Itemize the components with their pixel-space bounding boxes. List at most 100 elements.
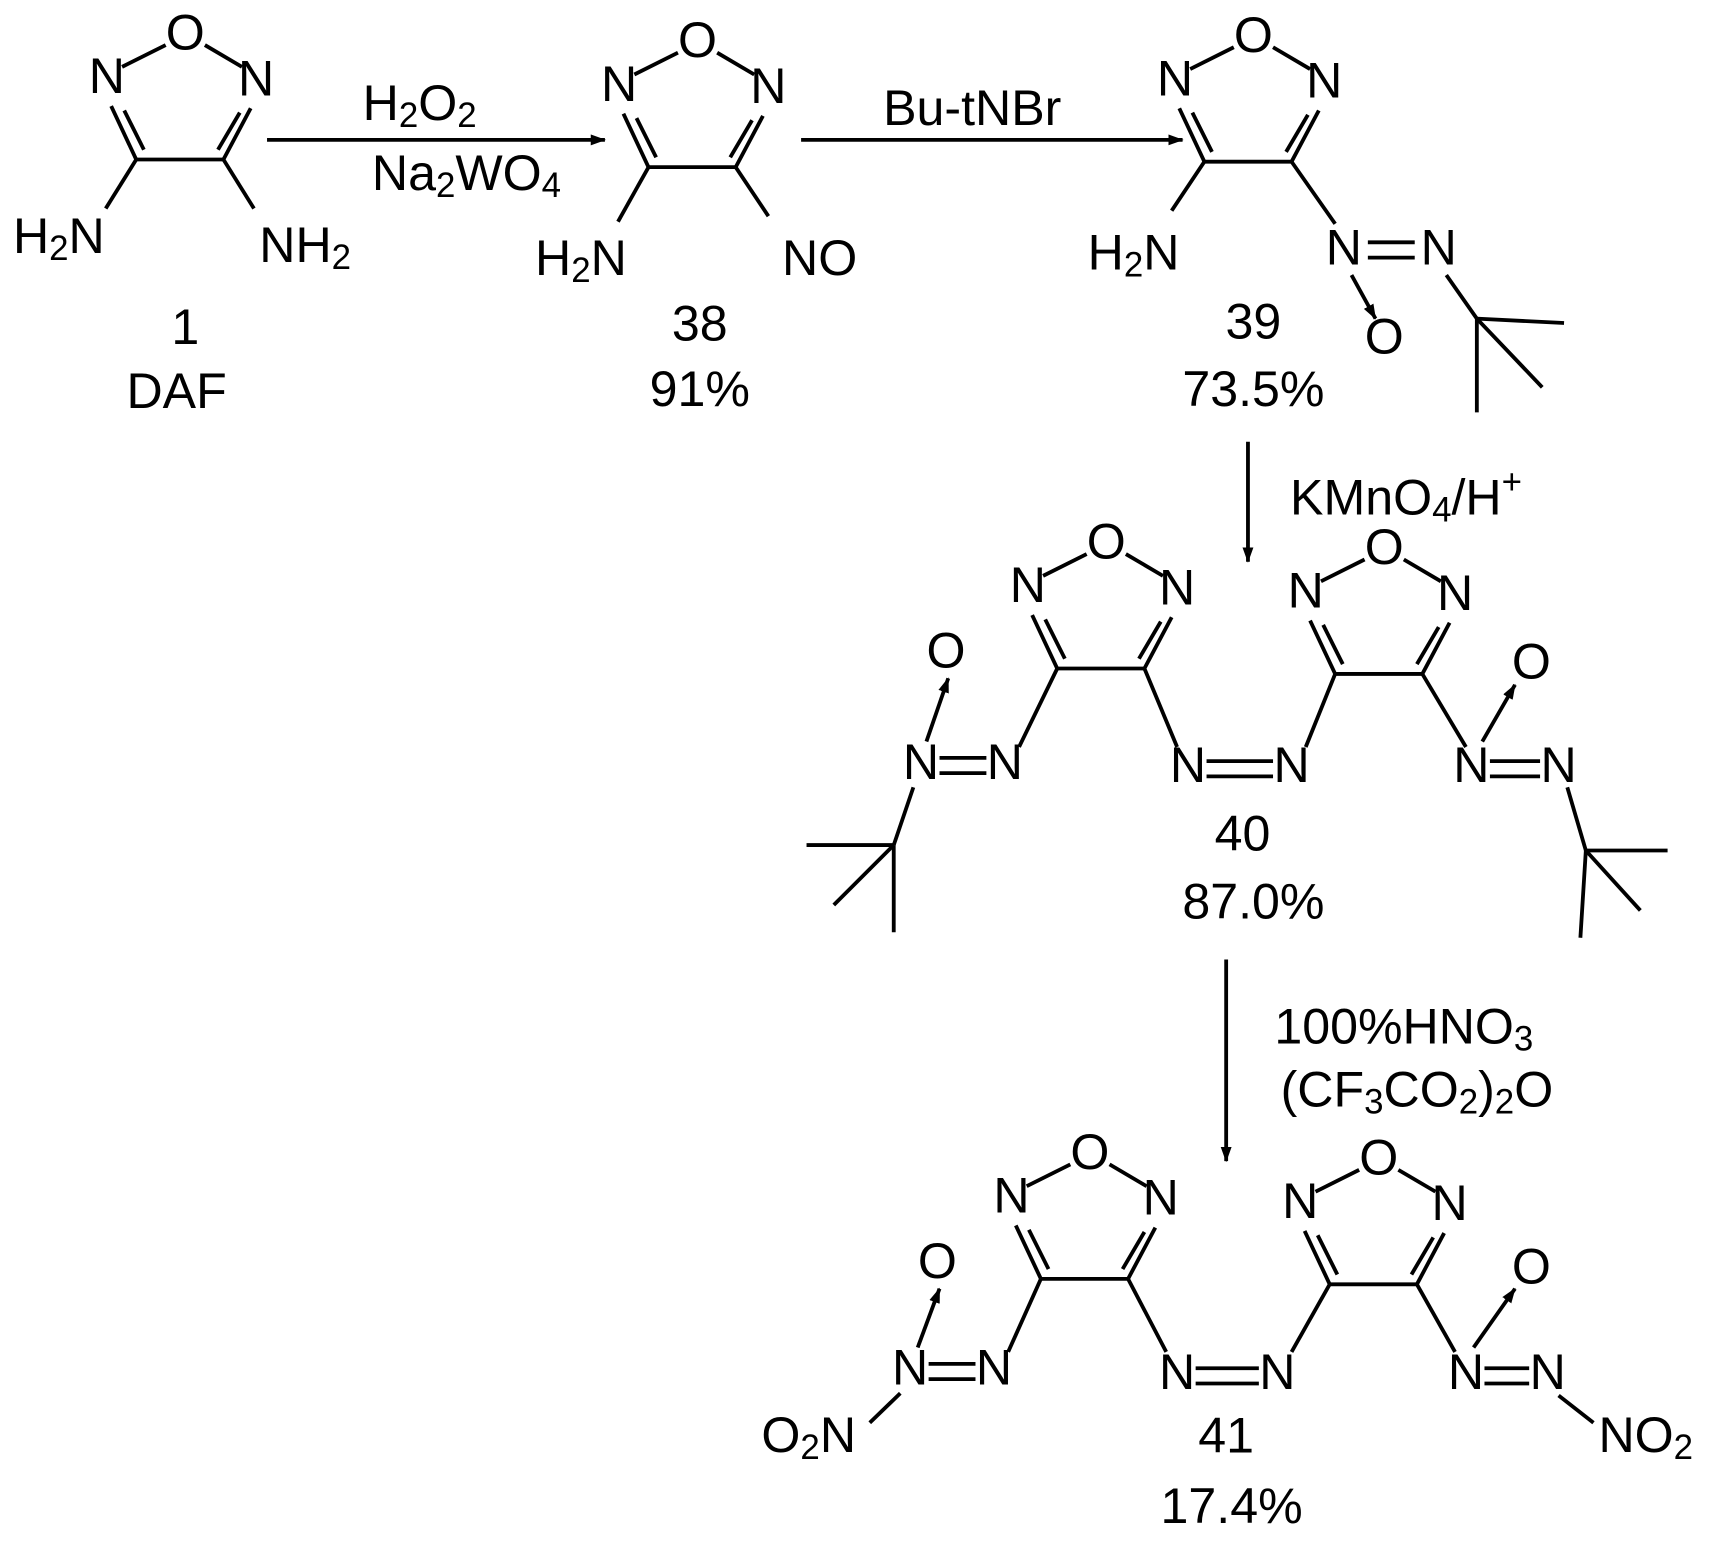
bond-o-n [1402,557,1442,583]
bond-n-o [1314,1168,1360,1194]
bond [104,158,138,210]
atom-o: O [1512,1238,1551,1294]
atom-n: N [1448,1344,1484,1400]
atom-o: O [1512,633,1551,689]
bond [1415,1283,1457,1353]
bond-n-c [1420,621,1452,675]
bond-n-c [1030,614,1059,670]
amine-label: H2N [1088,225,1180,285]
bond-n-c-double [1409,1236,1435,1276]
ring-atom-o: O [678,12,717,68]
reagent-kmno4: KMnO4/H+ [1290,463,1522,530]
ring-atom-n: N [1306,53,1342,109]
reagent-hno3: 100%HNO3 [1274,999,1533,1059]
atom-o: O [927,623,966,679]
bond-n-c-double [1137,620,1163,660]
bond-n-c [221,107,253,161]
bond-n-oxide [1472,1287,1517,1349]
bond [1420,672,1468,748]
compound-yield: 73.5% [1182,361,1324,417]
bond-n-c-double [1190,111,1214,153]
compound-number: 39 [1226,293,1282,349]
atom-n: N [1421,219,1457,275]
bond-n-o [633,50,679,77]
bond [221,158,256,210]
bond [1303,673,1337,748]
bond [1006,1278,1043,1353]
bond-n-c-double [634,117,658,159]
bond-n-c-double [1415,626,1441,666]
atom-o: O [918,1233,957,1289]
reagent-tfaa: (CF3CO2)2O [1281,1062,1554,1122]
ring-atom-n: N [601,56,637,112]
bond [1289,160,1337,225]
ring-atom-n: N [1157,50,1193,106]
atom-n: N [1326,219,1362,275]
compound-yield: 17.4% [1161,1478,1303,1534]
ring-atom-n: N [1282,1173,1318,1229]
bond [1578,850,1588,938]
ring-atom-o: O [1359,1129,1398,1185]
bond-n-c [1302,1230,1332,1286]
bond-n-c [1289,109,1321,163]
amine-label: H2N [535,230,627,290]
bond-n-c-double [1321,624,1345,665]
compound-number: 1 [171,299,199,355]
nitroso-label: NO [782,230,857,286]
bond-n-c [1142,616,1174,670]
bond-n-c [1014,1224,1043,1280]
bond-n-c-double [1027,1228,1051,1270]
bond [1557,1393,1595,1425]
ring-atom-o: O [1234,7,1273,63]
ring-atom-n: N [1159,559,1195,615]
bond-o-n [1272,45,1312,71]
ring-atom-n: N [89,48,125,104]
nitro-label: O2N [761,1407,856,1467]
atom-n: N [1453,737,1489,793]
bond [1476,316,1565,325]
bond [1289,1283,1332,1353]
bond [734,166,770,218]
bond [1017,667,1059,748]
bond [1170,160,1206,212]
reagent-na2wo4: Na2WO4 [372,145,561,205]
compound-yield: 91% [650,361,750,417]
bond [891,786,916,846]
compound-number: 40 [1215,806,1271,862]
ring-atom-n: N [1143,1170,1179,1226]
ring-atom-n: N [993,1168,1029,1224]
bond-n-o [1025,1162,1072,1188]
atom-n: N [903,734,939,790]
ring-atom-o: O [1087,514,1126,570]
bond-n-c [1177,107,1207,163]
bond [1584,849,1642,912]
compound-number: 38 [672,296,728,352]
bond-n-c-double [1043,618,1067,660]
compound-40: N N O N N N N O 40 87.0% [903,623,1577,930]
bond [1475,317,1544,389]
bond-n-o [1042,552,1088,578]
bond-n-c-double [728,119,754,159]
bond-n-c [621,112,651,168]
bond-o-n [203,43,243,69]
bond-o-n [1397,1168,1437,1194]
compound-1: H2N NH2 1 DAF [13,208,351,419]
compound-yield: 87.0% [1182,873,1324,929]
bond [832,843,896,907]
bond [1142,667,1179,748]
atom-n: N [1170,737,1206,793]
bond [616,166,651,223]
bond [868,1391,902,1425]
atom-n: N [1530,1344,1566,1400]
ring-atom-n: N [238,50,274,106]
atom-n: N [987,734,1023,790]
atom-n: N [1273,737,1309,793]
bond-n-c [734,115,765,169]
bond-n-o [1189,45,1235,71]
atom-n: N [1159,1344,1195,1400]
bond-n-c [1308,619,1337,675]
reagent-bu-tnbr: Bu-tNBr [883,80,1061,136]
amine-label: NH2 [259,217,351,277]
